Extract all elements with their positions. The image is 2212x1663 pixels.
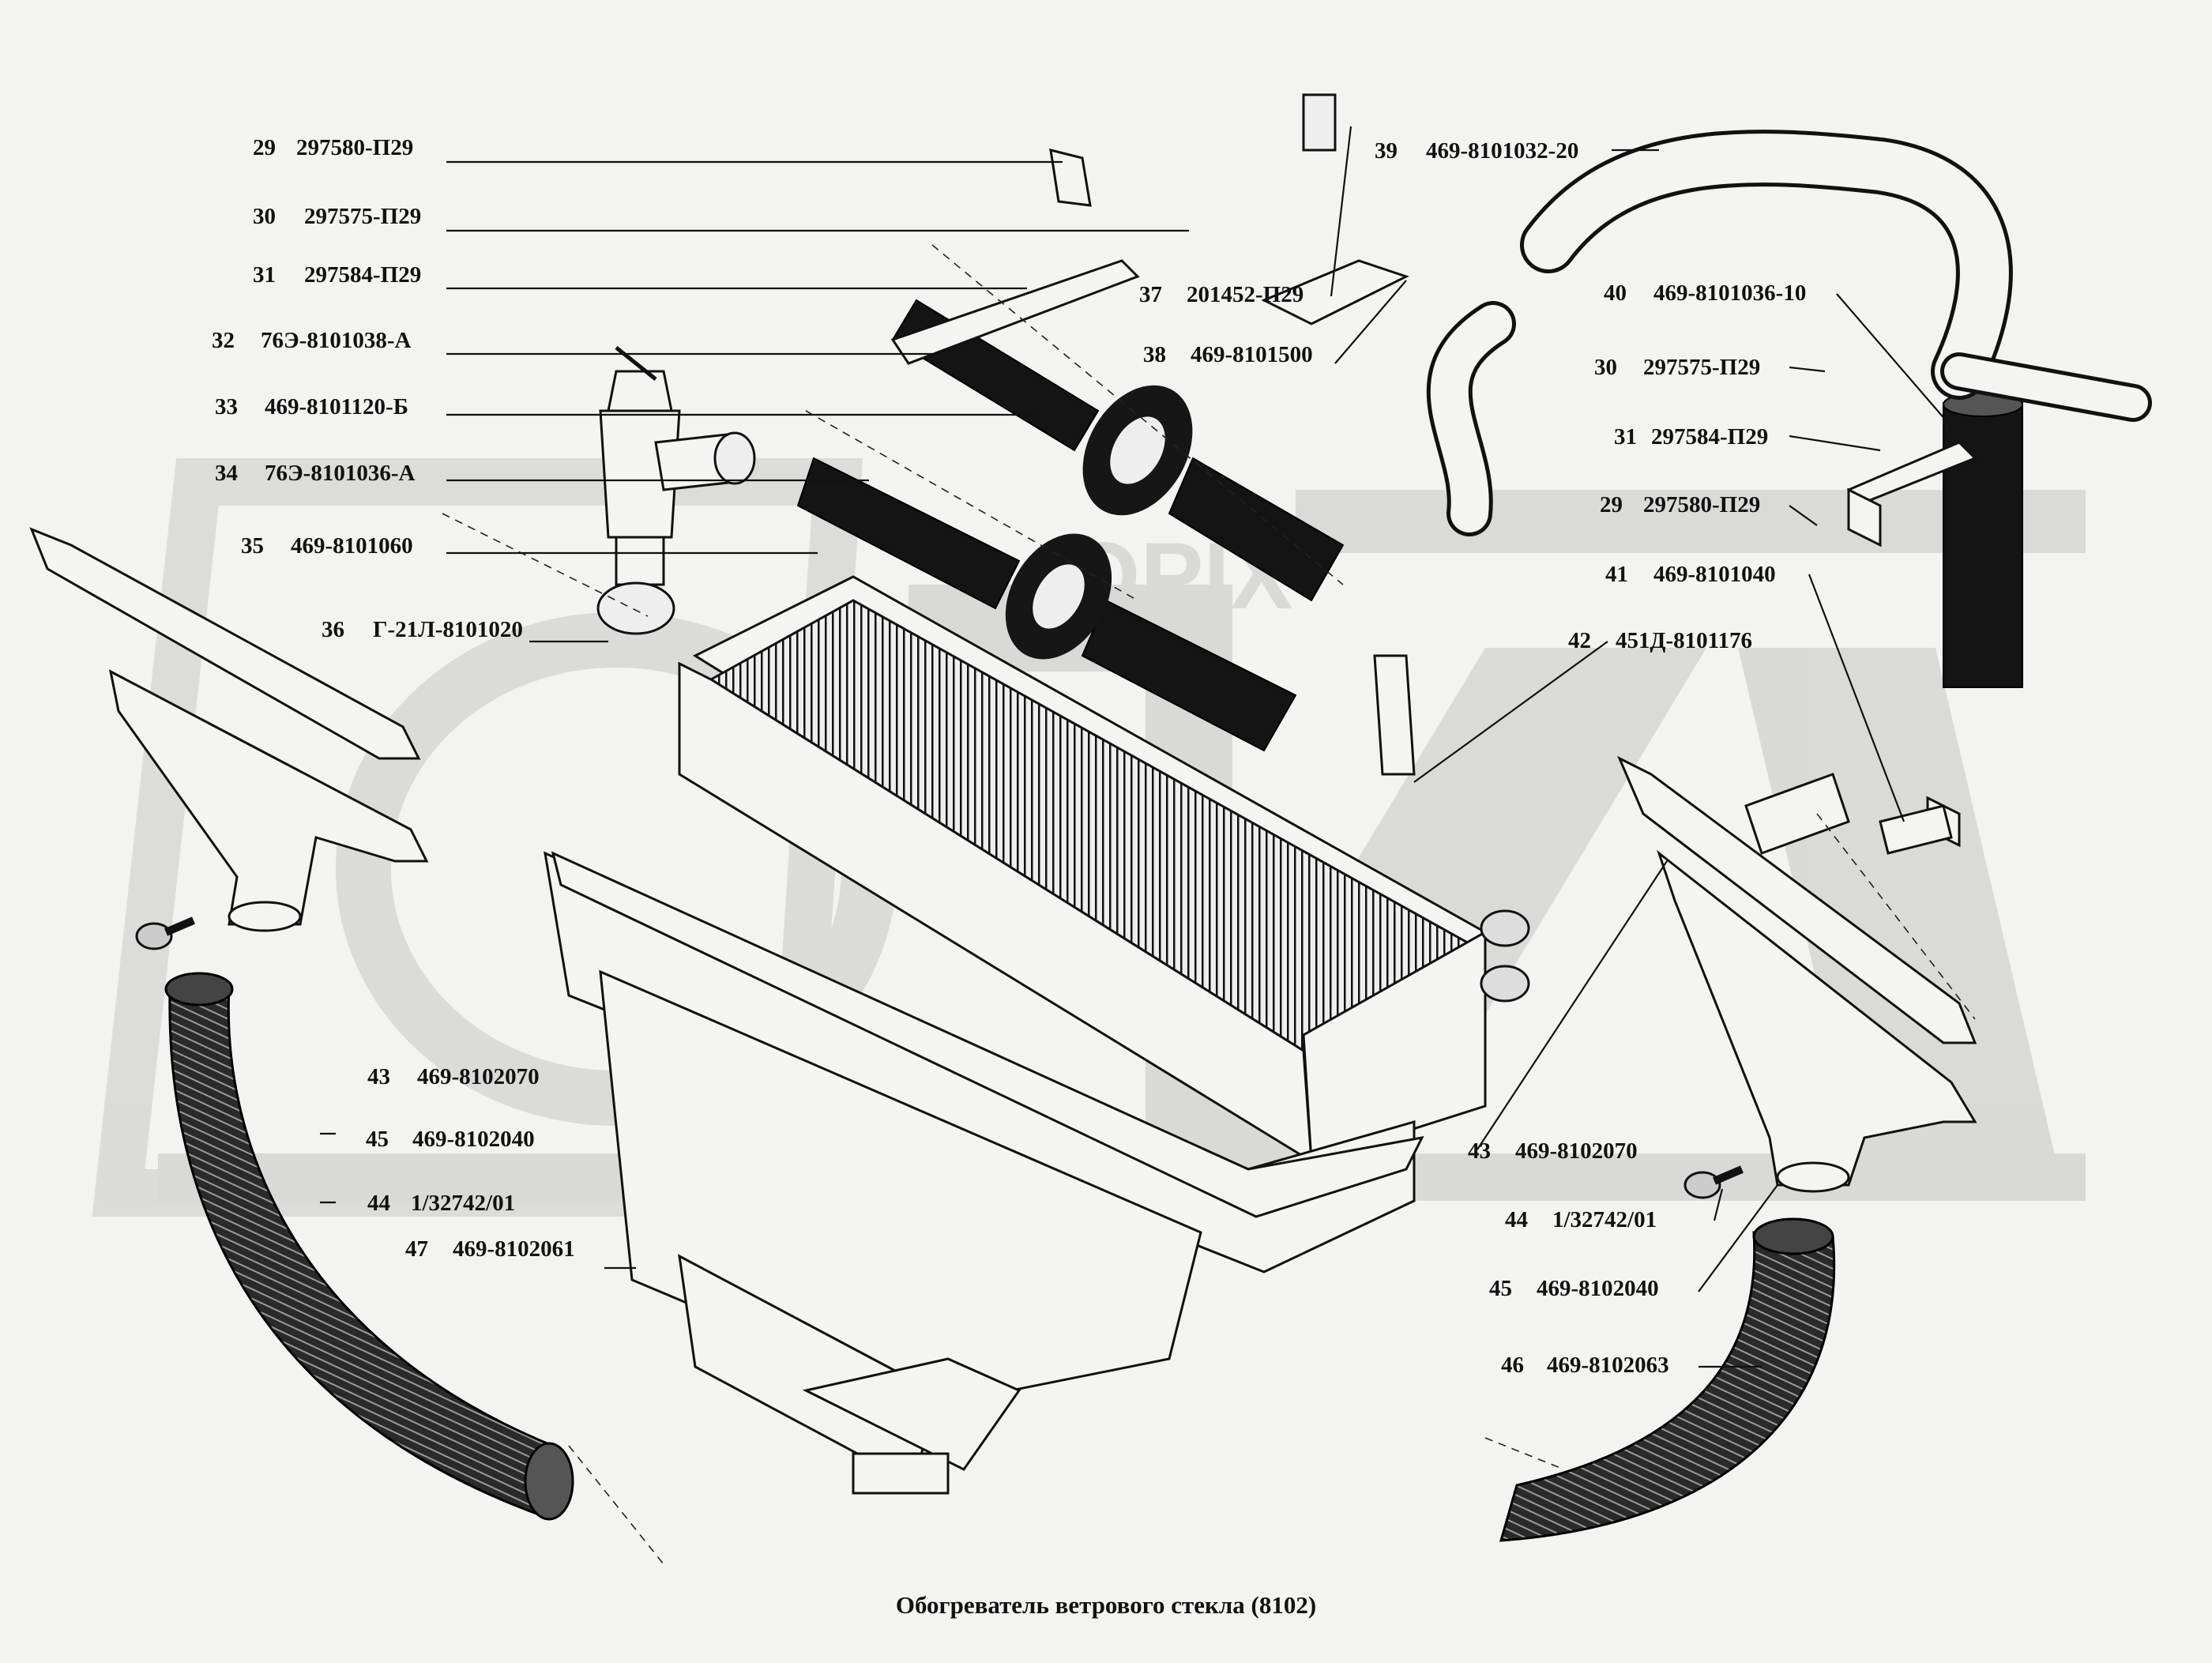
callout-part-number: 469-8101040: [1653, 562, 1776, 587]
callout-number: 43: [1468, 1138, 1491, 1164]
right-corrugated-hose: [1499, 1231, 1836, 1542]
callout-part-number: 469-8102040: [412, 1127, 535, 1152]
callout-number: 31: [253, 262, 276, 288]
callout-part-number: 76Э-8101038-А: [261, 328, 411, 353]
callout-number: 38: [1143, 342, 1166, 367]
callout-part-number: Г-21Л-8101020: [373, 617, 523, 642]
callout-part-number: 1/32742/01: [411, 1191, 515, 1216]
heater-housing: [544, 851, 1424, 1495]
callout-number: 47: [405, 1236, 428, 1262]
callout-number: 45: [1489, 1276, 1512, 1301]
callout-part-number: 76Э-8101036-А: [265, 461, 415, 486]
callout-number: 44: [1505, 1207, 1528, 1232]
callout-part-number: 297580-П29: [1643, 492, 1760, 517]
callout-number: 36: [322, 617, 344, 642]
callout-number: 43: [367, 1064, 390, 1089]
callout-number: 29: [253, 135, 276, 160]
callout-part-number: 469-8102070: [417, 1064, 540, 1089]
callout-part-number: 469-8102063: [1547, 1353, 1669, 1378]
callout-number: 31: [1614, 424, 1637, 450]
callout-number: 30: [253, 204, 276, 229]
screws: [135, 916, 1744, 1199]
callout-part-number: 469-8101060: [291, 533, 413, 559]
callout-part-number: 297584-П29: [1651, 424, 1768, 450]
callout-number: 30: [1594, 355, 1617, 380]
callout-part-number: 469-8102040: [1537, 1276, 1659, 1301]
callout-number: 33: [215, 394, 238, 420]
callout-part-number: 297575-П29: [1643, 355, 1760, 380]
callout-part-number: 469-8102061: [453, 1236, 575, 1262]
callout-number: 34: [215, 461, 238, 486]
callout-part-number: 297575-П29: [304, 204, 421, 229]
callout-number: 40: [1604, 280, 1627, 306]
callout-number: 39: [1375, 138, 1398, 164]
gaskets: [1005, 385, 1193, 660]
callout-part-number: 1/32742/01: [1552, 1207, 1657, 1232]
assembly-lines: [442, 244, 1976, 1565]
callout-part-number: 469-8101032-20: [1426, 138, 1578, 164]
callout-number: 44: [367, 1191, 390, 1216]
callout-part-number: 469-8101120-Б: [265, 394, 408, 420]
callout-number: 37: [1139, 282, 1162, 307]
right-funnel: [1617, 755, 1977, 1193]
heater-core: [678, 575, 1530, 1164]
heater-tap: [596, 346, 756, 635]
left-funnel: [29, 527, 429, 932]
rubber-hoses: [796, 299, 2023, 752]
callout-part-number: 297584-П29: [304, 262, 421, 288]
callout-number: 35: [241, 533, 264, 559]
callout-number: 29: [1600, 492, 1623, 517]
callout-number: 42: [1568, 628, 1591, 653]
callout-part-number: 451Д-8101176: [1616, 628, 1752, 653]
callout-number: 46: [1501, 1353, 1524, 1378]
callout-part-number: 469-8102070: [1515, 1138, 1638, 1164]
leader-lines: [320, 126, 1952, 1368]
callout-number: 32: [212, 328, 235, 353]
brackets: [890, 93, 1977, 855]
callout-part-number: 297580-П29: [296, 135, 413, 160]
diagram-caption: Обогреватель ветрового стекла (8102): [896, 1591, 1316, 1619]
callout-number: 45: [366, 1127, 389, 1152]
callout-labels: 29 297580-П29 30 297575-П29 31 297584-П29 32 76…: [212, 135, 1806, 1378]
metal-pipes: [1426, 130, 2152, 536]
callout-number: 41: [1605, 562, 1628, 587]
callout-part-number: 469-8101036-10: [1653, 280, 1806, 306]
callout-part-number: 201452-П29: [1187, 282, 1304, 307]
callout-part-number: 469-8101500: [1191, 342, 1313, 367]
